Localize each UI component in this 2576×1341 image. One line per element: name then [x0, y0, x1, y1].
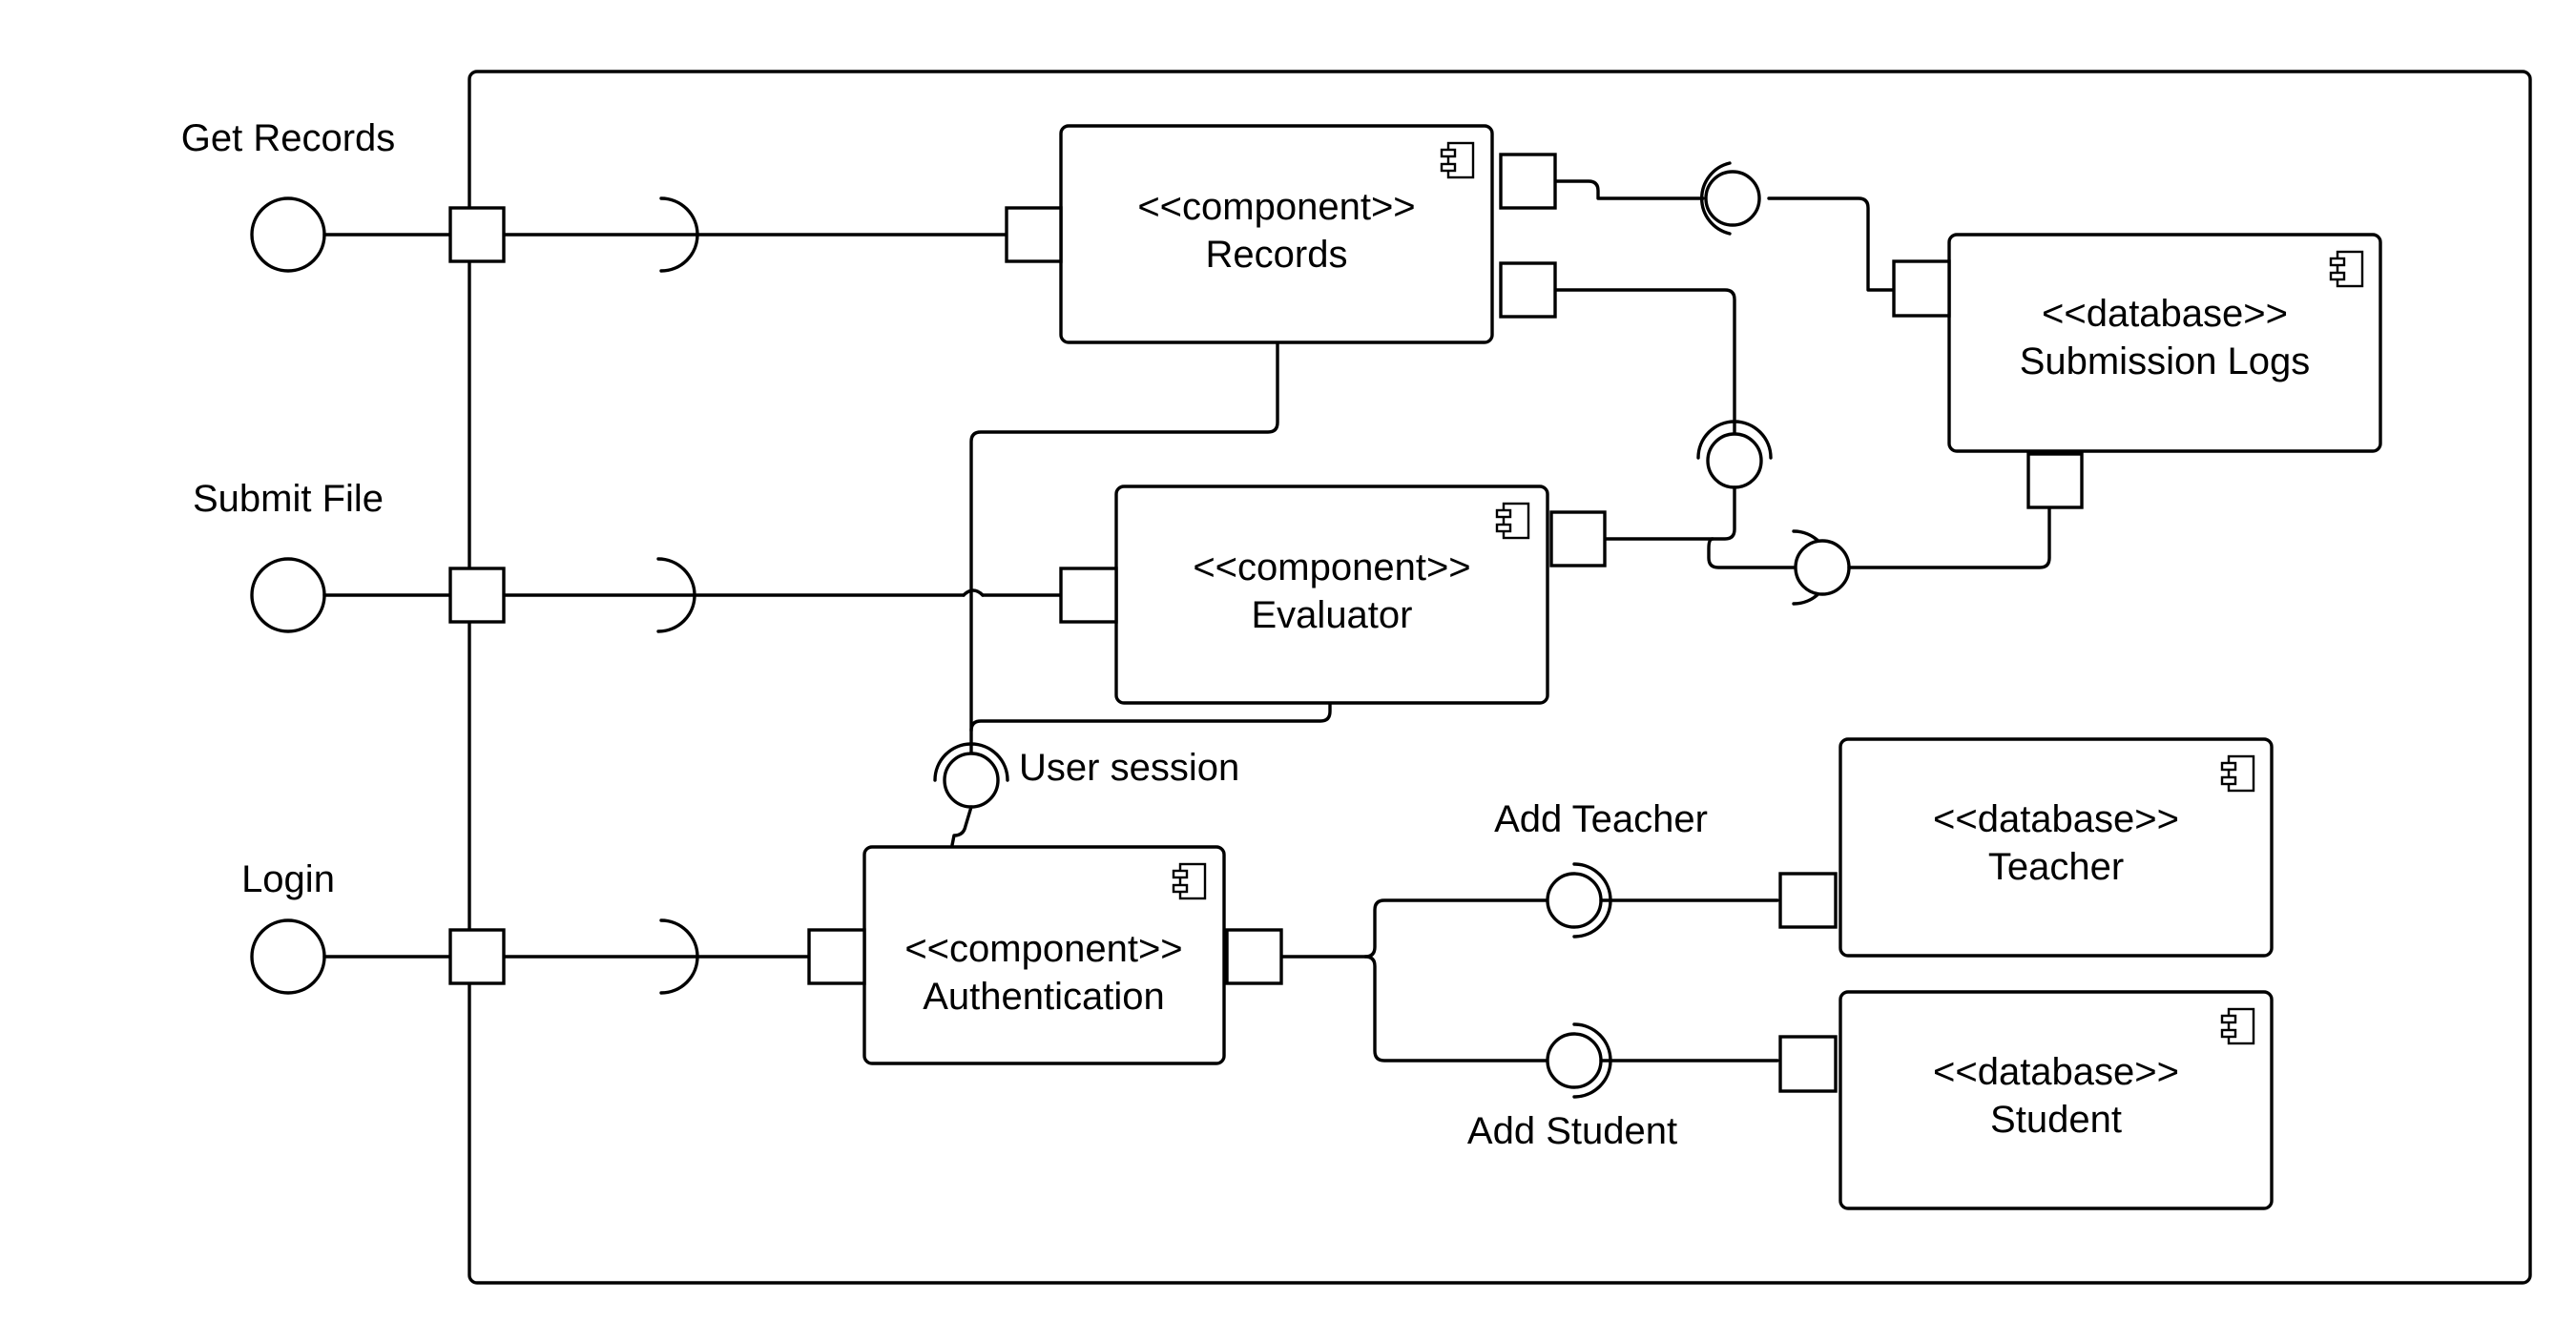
authentication-output-port[interactable] — [1225, 928, 1283, 985]
logs-upper-socket — [1699, 161, 1732, 236]
evaluator-to-logs-connector — [1707, 537, 1796, 569]
authentication-component[interactable]: <<component>> Authentication — [862, 845, 1226, 1065]
teacher-stereotype: <<database>> — [1933, 798, 2179, 840]
evaluator-submit-port[interactable] — [1059, 567, 1118, 624]
add-teacher-interface-ball[interactable] — [1546, 872, 1603, 929]
submission-logs-input-port[interactable] — [1892, 259, 1951, 318]
logs-upper-interface-ball[interactable] — [1704, 170, 1761, 227]
authentication-stereotype: <<component>> — [904, 928, 1182, 970]
component-icon — [2220, 754, 2255, 793]
records-name: Records — [1206, 234, 1348, 276]
student-database[interactable]: <<database>> Student — [1839, 990, 2274, 1210]
user-session-interface-ball[interactable] — [943, 752, 1000, 809]
add-student-label: Add Student — [1467, 1110, 1677, 1152]
user-session-socket — [933, 742, 1009, 782]
teacher-database[interactable]: <<database>> Teacher — [1839, 737, 2274, 958]
evaluator-stereotype: <<component>> — [1193, 547, 1470, 588]
records-required-interface-ball[interactable] — [1706, 432, 1763, 489]
login-boundary-port[interactable] — [448, 928, 506, 985]
student-name: Student — [1990, 1099, 2122, 1141]
login-interface-ball[interactable] — [250, 918, 326, 995]
get-records-boundary-port[interactable] — [448, 206, 506, 263]
logs-input-connector — [1767, 196, 1896, 292]
student-stereotype: <<database>> — [1933, 1051, 2179, 1093]
records-stereotype: <<component>> — [1137, 186, 1415, 228]
teacher-name: Teacher — [1988, 846, 2124, 888]
authentication-login-port[interactable] — [807, 928, 866, 985]
authentication-student-branch — [1363, 955, 1549, 1062]
student-port[interactable] — [1778, 1035, 1838, 1093]
records-lower-connector — [1553, 288, 1736, 436]
records-evaluator-port[interactable] — [1499, 261, 1557, 319]
component-icon — [1495, 502, 1530, 540]
submit-file-label: Submit File — [193, 478, 384, 520]
submit-file-connector-hop — [962, 588, 985, 597]
records-to-logs-connector — [1553, 179, 1705, 200]
records-required-socket — [1696, 420, 1773, 460]
add-student-interface-ball[interactable] — [1546, 1032, 1603, 1089]
evaluator-output-port[interactable] — [1549, 510, 1607, 567]
authentication-name: Authentication — [923, 976, 1165, 1018]
records-to-session-connector — [969, 340, 1279, 755]
login-label: Login — [241, 858, 335, 900]
submit-file-socket — [656, 557, 696, 633]
component-icon — [1172, 862, 1207, 900]
add-teacher-label: Add Teacher — [1494, 798, 1708, 840]
get-records-socket — [659, 196, 699, 273]
teacher-port[interactable] — [1778, 872, 1838, 929]
login-socket — [659, 918, 699, 995]
evaluator-to-session-connector — [969, 698, 1332, 732]
session-to-authentication-connector — [950, 805, 973, 847]
submit-file-interface-ball[interactable] — [250, 557, 326, 633]
submission-logs-database[interactable]: <<database>> Submission Logs — [1947, 233, 2382, 453]
evaluator-name: Evaluator — [1252, 594, 1413, 636]
records-component[interactable]: <<component>> Records — [1059, 124, 1494, 344]
records-logs-port[interactable] — [1499, 153, 1557, 210]
user-session-label: User session — [1019, 747, 1239, 789]
get-records-interface-ball[interactable] — [250, 196, 326, 273]
component-icon — [1440, 141, 1475, 179]
component-icon — [2329, 250, 2364, 288]
evaluator-to-records-link — [1603, 485, 1736, 541]
submit-file-boundary-port[interactable] — [448, 567, 506, 624]
submission-logs-stereotype: <<database>> — [2042, 293, 2288, 335]
submission-logs-bottom-port[interactable] — [2026, 452, 2084, 509]
component-icon — [2220, 1007, 2255, 1045]
submission-logs-name: Submission Logs — [2020, 340, 2311, 382]
records-get-port[interactable] — [1005, 206, 1063, 263]
evaluator-component[interactable]: <<component>> Evaluator — [1114, 485, 1549, 705]
logs-lower-interface-ball[interactable] — [1794, 539, 1851, 596]
logs-bottom-connector — [1847, 505, 2051, 569]
get-records-label: Get Records — [181, 117, 396, 159]
